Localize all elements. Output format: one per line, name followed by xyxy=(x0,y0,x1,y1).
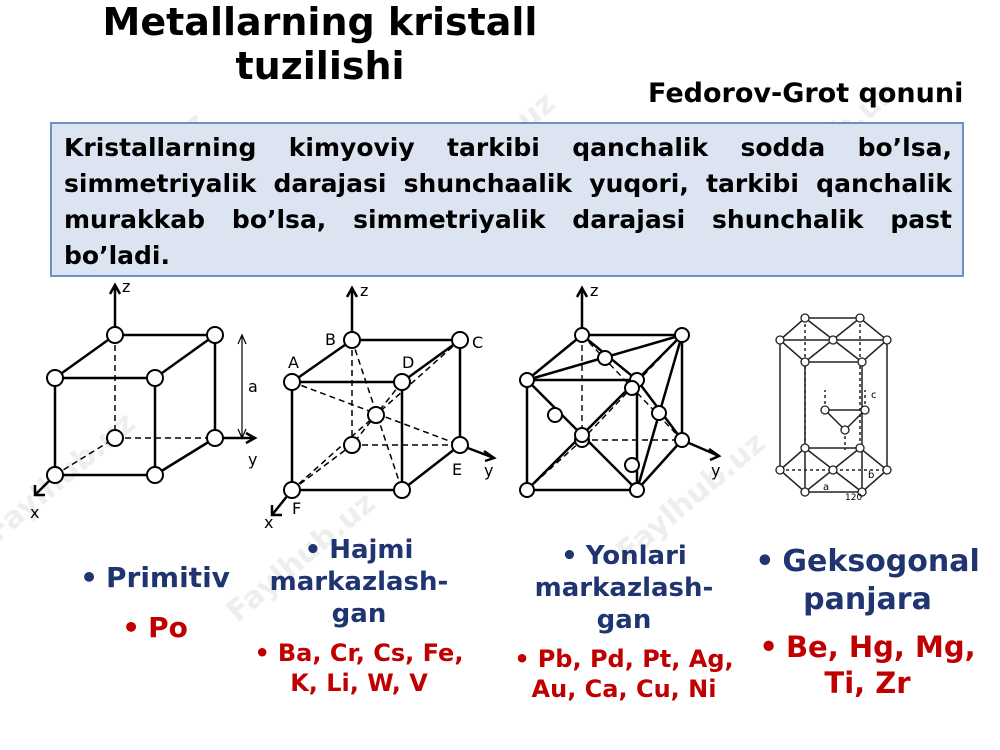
svg-text:z: z xyxy=(360,281,368,300)
fcc-diagram: z y xyxy=(519,281,722,498)
page-title: Metallarning kristall tuzilishi xyxy=(102,0,538,88)
svg-text:y: y xyxy=(248,450,257,469)
law-statement: Kristallarning kimyoviy tarkibi qanchali… xyxy=(64,133,952,270)
svg-text:y: y xyxy=(484,461,493,480)
svg-text:x: x xyxy=(264,513,273,530)
svg-text:a: a xyxy=(823,482,829,493)
svg-text:E: E xyxy=(452,460,462,479)
svg-text:a: a xyxy=(248,377,258,396)
lattice-label-primitive: •Primitiv •Po xyxy=(80,561,230,644)
bcc-diagram: z x y B C A D E F xyxy=(264,281,497,530)
svg-text:B: B xyxy=(325,330,336,349)
svg-text:D: D xyxy=(402,353,414,372)
svg-text:y: y xyxy=(711,461,720,480)
svg-text:z: z xyxy=(122,280,130,296)
svg-text:b: b xyxy=(868,470,874,481)
svg-text:120: 120 xyxy=(845,493,862,503)
hexagonal-diagram: c a b 120 xyxy=(775,313,892,503)
svg-text:c: c xyxy=(871,390,877,401)
law-title: Fedorov-Grot qonuni xyxy=(648,78,964,109)
law-statement-box: Kristallarning kimyoviy tarkibi qanchali… xyxy=(50,122,964,277)
svg-text:C: C xyxy=(472,333,483,352)
lattice-label-fcc: •Yonlari markazlash-gan •Pb, Pd, Pt, Ag,… xyxy=(514,541,734,703)
svg-text:A: A xyxy=(288,353,299,372)
lattice-label-hexagonal: •Geksogonal panjara •Be, Hg, Mg, Ti, Zr xyxy=(755,544,980,700)
svg-text:z: z xyxy=(590,281,598,300)
primitive-cubic-diagram: z x y a xyxy=(30,280,258,522)
svg-text:x: x xyxy=(30,503,39,522)
svg-text:F: F xyxy=(292,499,301,518)
lattice-label-bcc: •Hajmi markazlash-gan •Ba, Cr, Cs, Fe, K… xyxy=(254,535,464,697)
